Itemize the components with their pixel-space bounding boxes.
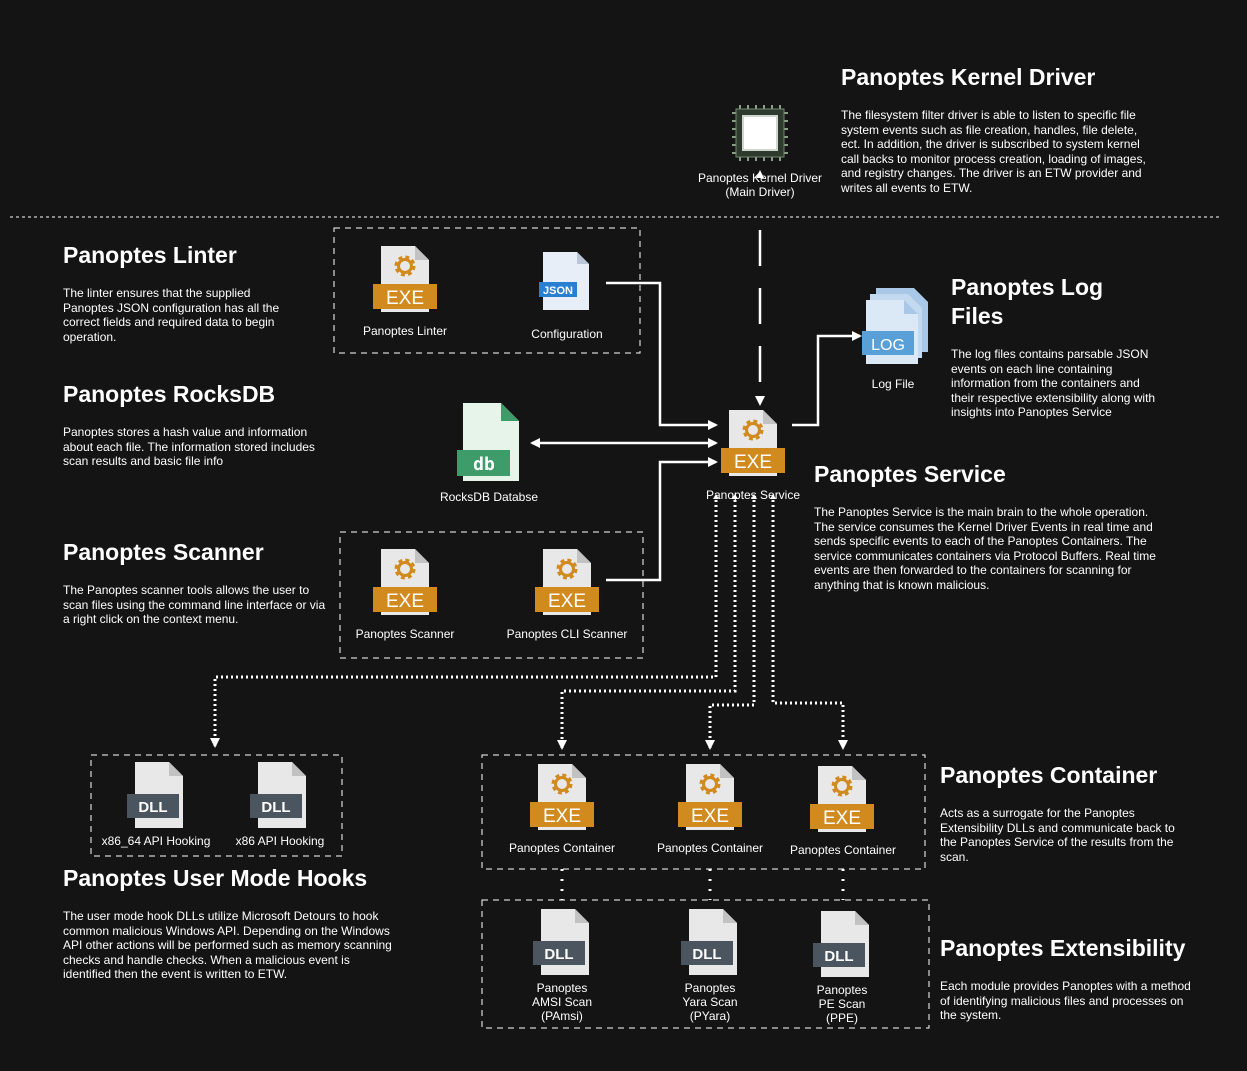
kernel-title: Panoptes Kernel Driver bbox=[841, 64, 1096, 90]
extensibility-description: Each module provides Panoptes with a met… bbox=[940, 979, 1191, 1022]
pyara-label-3: (PYara) bbox=[689, 1009, 731, 1023]
linter-exe-icon: EXE bbox=[373, 246, 437, 312]
svg-text:DLL: DLL bbox=[824, 948, 853, 965]
config-to-service-arrow bbox=[606, 281, 718, 430]
cli-to-service-arrow bbox=[606, 457, 718, 582]
hooks-group-box bbox=[90, 754, 343, 857]
log-file-label: Log File bbox=[871, 377, 915, 391]
hook-x64-dll-icon: DLL bbox=[127, 762, 183, 828]
container2-label: Panoptes Container bbox=[656, 841, 764, 855]
pamsi-label-3: (PAmsi) bbox=[541, 1009, 583, 1023]
scanner-exe-icon: EXE bbox=[373, 549, 437, 615]
kernel-icon-label-2: (Main Driver) bbox=[725, 185, 795, 199]
kernel-icon-label-1: Panoptes Kernel Driver bbox=[697, 171, 823, 185]
svg-text:LOG: LOG bbox=[871, 337, 905, 354]
container3-label: Panoptes Container bbox=[789, 843, 897, 857]
log-file-icon: LOG bbox=[862, 288, 928, 364]
cli-scanner-label: Panoptes CLI Scanner bbox=[506, 627, 628, 641]
database-file-icon: db bbox=[457, 403, 519, 481]
cpu-chip-icon bbox=[732, 105, 788, 161]
hook-x86-dll-icon: DLL bbox=[250, 762, 306, 828]
ppe-label-1: Panoptes bbox=[816, 983, 868, 997]
svg-text:JSON: JSON bbox=[543, 285, 573, 297]
extensibility-group-box bbox=[481, 899, 930, 1029]
ppe-dll-icon: DLL bbox=[813, 911, 869, 977]
service-icon-label: Panoptes Service bbox=[705, 488, 801, 502]
pamsi-label-1: Panoptes bbox=[536, 981, 588, 995]
scanner-description: The Panoptes scanner tools allows the us… bbox=[63, 583, 326, 626]
svg-text:DLL: DLL bbox=[692, 946, 721, 963]
service-exe-icon: EXE bbox=[721, 410, 785, 476]
rocksdb-icon-label: RocksDB Databse bbox=[439, 490, 539, 504]
container-title: Panoptes Container bbox=[940, 762, 1158, 788]
logfiles-description: The log files contains parsable JSON eve… bbox=[951, 347, 1156, 419]
service-to-container1-arrow bbox=[557, 500, 737, 750]
hook-x64-label: x86_64 API Hooking bbox=[101, 834, 211, 848]
scanner-exe-label: Panoptes Scanner bbox=[355, 627, 455, 641]
kernel-description: The filesystem filter driver is able to … bbox=[841, 108, 1146, 195]
svg-text:EXE: EXE bbox=[691, 806, 729, 827]
container1-label: Panoptes Container bbox=[508, 841, 616, 855]
service-to-log-arrow bbox=[792, 331, 862, 427]
ppe-label-2: PE Scan bbox=[818, 997, 866, 1011]
pyara-label-2: Yara Scan bbox=[682, 995, 738, 1009]
svg-text:EXE: EXE bbox=[386, 288, 424, 309]
container1-exe-icon: EXE bbox=[530, 764, 594, 830]
svg-text:EXE: EXE bbox=[823, 808, 861, 829]
cli-scanner-exe-icon: EXE bbox=[535, 549, 599, 615]
svg-text:EXE: EXE bbox=[386, 591, 424, 612]
pamsi-dll-icon: DLL bbox=[533, 909, 589, 975]
rocksdb-title: Panoptes RocksDB bbox=[63, 381, 276, 407]
svg-text:EXE: EXE bbox=[543, 806, 581, 827]
hooks-description: The user mode hook DLLs utilize Microsof… bbox=[63, 909, 392, 981]
linter-title: Panoptes Linter bbox=[63, 242, 237, 268]
logfiles-title-line2: Files bbox=[951, 303, 1004, 329]
service-description: The Panoptes Service is the main brain t… bbox=[814, 505, 1156, 592]
pyara-dll-icon: DLL bbox=[681, 909, 737, 975]
svg-text:DLL: DLL bbox=[138, 799, 167, 816]
hook-x86-label: x86 API Hooking bbox=[235, 834, 325, 848]
pyara-label-1: Panoptes bbox=[684, 981, 736, 995]
container-description: Acts as a surrogate for the Panoptes Ext… bbox=[940, 806, 1175, 864]
ppe-label-3: (PPE) bbox=[825, 1011, 858, 1025]
scanner-group-box bbox=[339, 531, 644, 659]
rocksdb-description: Panoptes stores a hash value and informa… bbox=[63, 425, 315, 468]
logfiles-title-line1: Panoptes Log bbox=[951, 274, 1104, 300]
container-group-box bbox=[481, 754, 926, 870]
service-to-container3-arrow bbox=[771, 500, 848, 750]
container2-exe-icon: EXE bbox=[678, 764, 742, 830]
svg-text:DLL: DLL bbox=[544, 946, 573, 963]
svg-text:EXE: EXE bbox=[548, 591, 586, 612]
configuration-label: Configuration bbox=[531, 327, 603, 341]
service-to-container2-arrow bbox=[705, 500, 756, 750]
scanner-title: Panoptes Scanner bbox=[63, 539, 264, 565]
hooks-title: Panoptes User Mode Hooks bbox=[63, 865, 368, 891]
service-title: Panoptes Service bbox=[814, 461, 1006, 487]
pamsi-label-2: AMSI Scan bbox=[531, 995, 593, 1009]
linter-description: The linter ensures that the supplied Pan… bbox=[63, 286, 280, 344]
linter-group-box bbox=[333, 227, 641, 354]
container3-exe-icon: EXE bbox=[810, 766, 874, 832]
svg-text:db: db bbox=[473, 454, 495, 475]
svg-text:DLL: DLL bbox=[261, 799, 290, 816]
json-file-icon: JSON bbox=[539, 252, 589, 310]
linter-exe-label: Panoptes Linter bbox=[362, 324, 448, 338]
extensibility-title: Panoptes Extensibility bbox=[940, 935, 1186, 961]
svg-text:EXE: EXE bbox=[734, 452, 772, 473]
